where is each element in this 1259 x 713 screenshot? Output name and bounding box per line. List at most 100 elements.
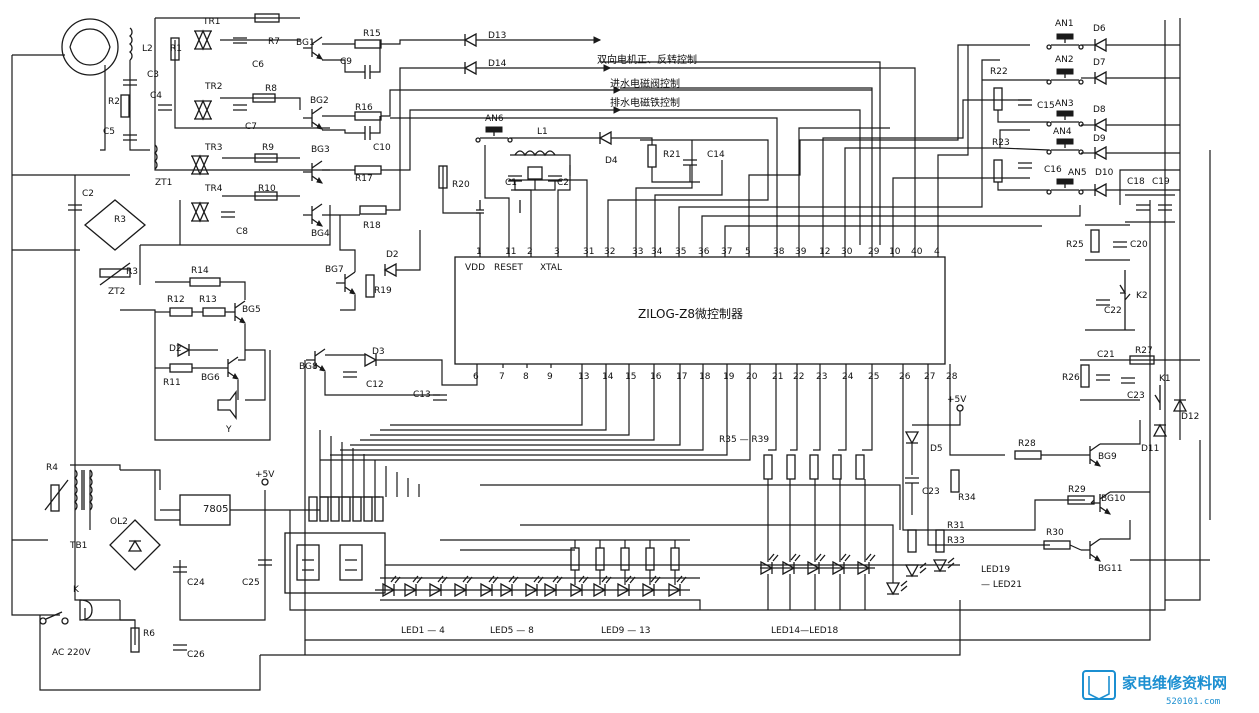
label-tr3: TR3 bbox=[204, 143, 222, 153]
regulator-7805 bbox=[179, 494, 231, 526]
mcu-top-pin-label: 10 bbox=[889, 247, 901, 257]
label-c25: C25 bbox=[242, 578, 260, 588]
led-row1 bbox=[480, 575, 499, 598]
label-ac: AC 220V bbox=[52, 648, 91, 658]
label-c7: C7 bbox=[245, 122, 257, 132]
wire bbox=[380, 368, 607, 431]
watermark-name: 家电维修资料网 bbox=[1122, 674, 1227, 692]
resistor-r2 bbox=[120, 94, 130, 118]
label-d8: D8 bbox=[1093, 105, 1106, 115]
wire bbox=[654, 160, 723, 245]
bridge-diode bbox=[127, 539, 143, 552]
transformer-core bbox=[81, 470, 85, 510]
capacitor-c19 bbox=[1158, 204, 1172, 211]
label-l1: L1 bbox=[537, 127, 548, 137]
label-c12: C12 bbox=[366, 380, 384, 390]
terminal bbox=[1046, 44, 1052, 50]
resistor-r35-39 bbox=[855, 454, 865, 480]
label-tr1: TR1 bbox=[202, 17, 220, 27]
label-r6: R6 bbox=[143, 629, 155, 639]
wire bbox=[557, 165, 571, 245]
mcu-bottom-pin-label: 8 bbox=[523, 372, 529, 382]
label-r17: R17 bbox=[355, 174, 373, 184]
resistor-r8 bbox=[252, 93, 276, 103]
mcu-bottom-pin-label: 18 bbox=[699, 372, 711, 382]
label-l2: L2 bbox=[142, 44, 153, 54]
resistor-r15 bbox=[354, 39, 382, 49]
wire bbox=[480, 484, 901, 530]
resistor-r29 bbox=[1067, 495, 1095, 505]
label-c1: C1 bbox=[505, 178, 517, 188]
label-c26: C26 bbox=[187, 650, 205, 660]
wire bbox=[381, 89, 620, 117]
wire bbox=[510, 154, 571, 176]
seven-segment-display bbox=[284, 532, 386, 594]
wire bbox=[790, 368, 798, 451]
resistor-segment bbox=[308, 496, 318, 522]
resistor-r25 bbox=[1090, 229, 1100, 253]
wire bbox=[390, 117, 778, 245]
capacitor-c2x bbox=[548, 175, 562, 182]
wire bbox=[304, 200, 1151, 641]
mcu-top-pin-label: 31 bbox=[583, 247, 594, 257]
label-r11: R11 bbox=[163, 378, 181, 388]
led-21 bbox=[932, 557, 955, 573]
speaker-y-icon bbox=[217, 390, 237, 420]
led-row1 bbox=[544, 575, 563, 598]
resistor-r10 bbox=[254, 191, 278, 201]
terminal bbox=[1078, 79, 1084, 85]
inductor-l1 bbox=[514, 150, 556, 157]
wire bbox=[611, 137, 653, 145]
mcu-top-pin-label: 3 bbox=[554, 247, 560, 257]
label-d6: D6 bbox=[1093, 24, 1106, 34]
terminal bbox=[507, 137, 513, 143]
wire bbox=[260, 600, 961, 656]
resistor-segment bbox=[319, 496, 329, 522]
label-r3b: R3 bbox=[126, 267, 138, 277]
resistor-r35-39 bbox=[809, 454, 819, 480]
led-19 bbox=[885, 580, 908, 596]
resistor-r35-39 bbox=[832, 454, 842, 480]
capacitor-c9 bbox=[364, 65, 371, 79]
wire bbox=[635, 140, 693, 245]
led-row1 bbox=[642, 575, 661, 598]
label-bg5: BG5 bbox=[242, 305, 261, 315]
wire bbox=[381, 109, 620, 171]
resistor-r11 bbox=[169, 363, 193, 373]
wire bbox=[238, 324, 246, 361]
label-c19: C19 bbox=[1152, 177, 1170, 187]
label-d4: D4 bbox=[605, 156, 618, 166]
triac-tr3 bbox=[191, 154, 209, 176]
wire bbox=[822, 99, 1030, 245]
motor-icon bbox=[61, 18, 119, 76]
label-k1: K1 bbox=[1159, 374, 1171, 384]
label-tr2: TR2 bbox=[204, 82, 222, 92]
capacitor-c22 bbox=[1096, 299, 1110, 306]
component-labels: TR1 TR2 TR3 TR4 L2 C3 R1 R2 C4 C5 ZT1 ZT… bbox=[46, 17, 1199, 660]
ac-terminal bbox=[61, 617, 69, 625]
label-r15: R15 bbox=[363, 29, 381, 39]
push-button-an1 bbox=[1056, 33, 1074, 40]
diode-d7 bbox=[1093, 70, 1107, 86]
label-c23b: C23 bbox=[922, 487, 940, 497]
transistor-bg1 bbox=[303, 36, 323, 60]
mcu-bottom-pin-label: 15 bbox=[625, 372, 636, 382]
transistor-bg3-arrow bbox=[316, 176, 324, 184]
label-c5: C5 bbox=[103, 127, 115, 137]
wire bbox=[340, 368, 704, 451]
varistor-arrow bbox=[44, 479, 69, 511]
led-row1 bbox=[454, 575, 473, 598]
capacitor-c8 bbox=[221, 211, 235, 218]
resistor-segment bbox=[352, 496, 362, 522]
wire bbox=[39, 615, 261, 691]
transistor-bg2-arrow bbox=[316, 122, 324, 130]
label-tb1: TB1 bbox=[69, 541, 87, 551]
label-r12: R12 bbox=[167, 295, 185, 305]
wire bbox=[511, 189, 532, 245]
wire bbox=[1100, 420, 1141, 445]
transistor-bg11 bbox=[1081, 538, 1101, 562]
mcu-top-pin-label: 37 bbox=[721, 247, 732, 257]
crystal bbox=[527, 166, 543, 180]
wire bbox=[154, 18, 330, 171]
